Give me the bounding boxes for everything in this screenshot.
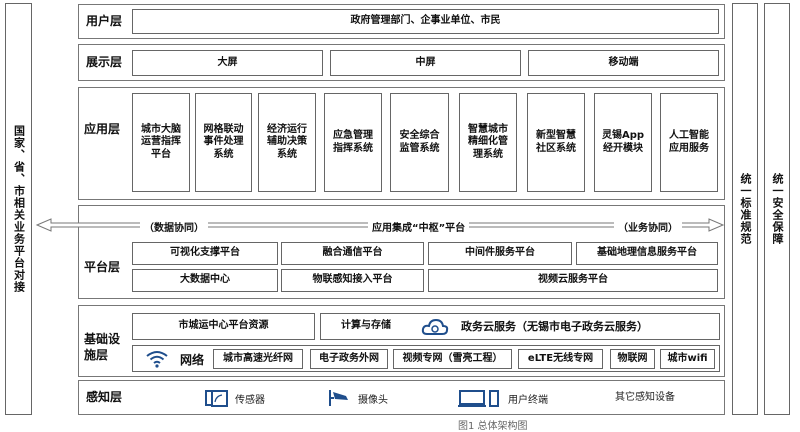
infra-compute: 计算与存储 (341, 320, 391, 332)
app-item: 人工智能应用服务 (660, 93, 718, 192)
hub-data-collab: （数据协同） (140, 219, 208, 234)
hub-business-collab: （业务协同） (614, 219, 682, 234)
other-device-item: 其它感知设备 (615, 388, 675, 403)
network-item: 电子政务外网 (310, 349, 388, 369)
other-device-label: 其它感知设备 (615, 392, 675, 403)
network-item: 视频专网（雪亮工程） (393, 349, 512, 369)
platform-item: 基础地理信息服务平台 (576, 242, 718, 265)
infra-resource: 市城运中心平台资源 (132, 313, 315, 340)
app-item: 网格联动事件处理系统 (195, 93, 252, 192)
platform-layer-label: 平台层 (84, 260, 121, 274)
sensor-icon (205, 390, 228, 407)
infra-cloud-box: 计算与存储 政务云服务（无锡市电子政务云服务） (320, 313, 720, 340)
display-mobile: 移动端 (528, 50, 719, 76)
platform-item: 中间件服务平台 (428, 242, 572, 265)
display-big-screen: 大屏 (132, 50, 323, 76)
display-medium-screen: 中屏 (330, 50, 521, 76)
app-item: 经济运行辅助决策系统 (258, 93, 316, 192)
platform-item: 大数据中心 (132, 269, 278, 292)
camera-icon (329, 390, 348, 406)
app-layer-label: 应用层 (84, 122, 121, 136)
display-layer-label: 展示层 (86, 55, 123, 69)
app-item: 城市大脑运营指挥平台 (132, 93, 190, 192)
external-platform-docking-column: 国家、省、市相关业务平台对接 (5, 3, 32, 415)
network-label: 网络 (180, 353, 205, 367)
network-item: eLTE无线专网 (518, 349, 603, 369)
platform-item: 物联感知接入平台 (281, 269, 424, 292)
network-item: 物联网 (610, 349, 655, 369)
standard-spec-column: 统一标准规范 (732, 3, 758, 415)
perception-layer (78, 380, 725, 415)
user-layer-content: 政府管理部门、企事业单位、市民 (132, 9, 719, 34)
perception-layer-label: 感知层 (86, 390, 123, 404)
app-item: 应急管理指挥系统 (324, 93, 382, 192)
hub-center: 应用集成“中枢”平台 (368, 219, 470, 234)
camera-item: 摄像头 (328, 388, 388, 408)
camera-label: 摄像头 (358, 394, 388, 406)
sensor-item: 传感器 (205, 388, 265, 408)
user-layer-label: 用户层 (86, 14, 123, 28)
platform-item: 融合通信平台 (281, 242, 424, 265)
cloud-sync-icon (421, 318, 449, 335)
terminal-item: 用户终端 (458, 388, 548, 408)
security-column: 统一安全保障 (764, 3, 790, 415)
infra-layer-label: 基础设施层 (84, 332, 121, 362)
wifi-icon (146, 351, 168, 368)
sensor-label: 传感器 (235, 394, 265, 406)
app-item: 灵锡App经开模块 (594, 93, 652, 192)
laptop-phone-icon (458, 390, 499, 407)
platform-item: 视频云服务平台 (428, 269, 718, 292)
network-item: 城市高速光纤网 (213, 349, 303, 369)
infra-cloud-service: 政务云服务（无锡市电子政务云服务） (461, 319, 648, 333)
terminal-label: 用户终端 (508, 394, 548, 406)
network-item: 城市wifi (660, 349, 715, 369)
security-label: 统一安全保障 (771, 173, 784, 245)
platform-item: 可视化支撑平台 (132, 242, 278, 265)
app-item: 新型智慧社区系统 (527, 93, 585, 192)
external-platform-label: 国家、省、市相关业务平台对接 (12, 125, 26, 293)
app-item: 智慧城市精细化管理系统 (459, 93, 517, 192)
app-item: 安全综合监管系统 (390, 93, 449, 192)
standard-spec-label: 统一标准规范 (739, 173, 752, 245)
